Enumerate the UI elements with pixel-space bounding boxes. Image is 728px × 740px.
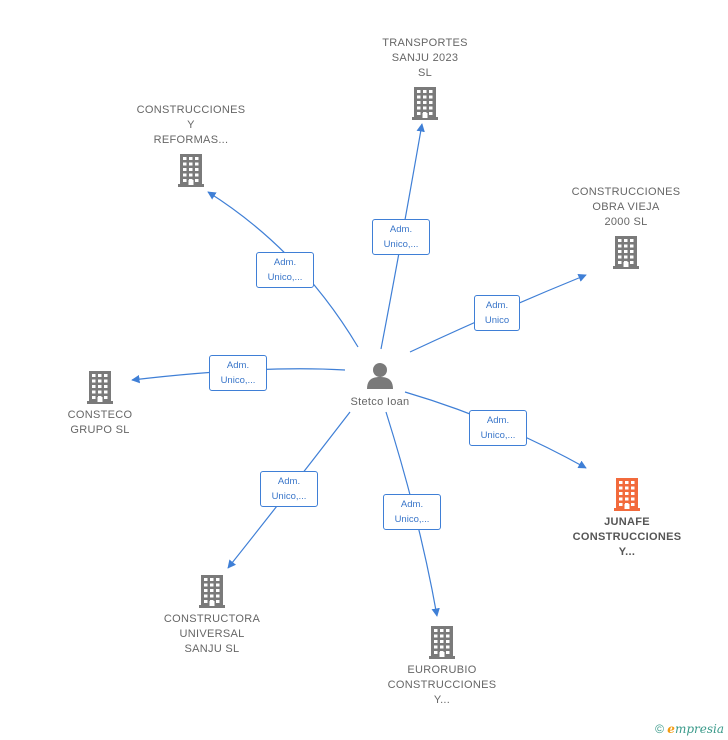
company-node-construcciones-reformas[interactable]: CONSTRUCCIONES Y REFORMAS... [126, 103, 256, 187]
person-icon [367, 363, 393, 389]
building-icon [360, 86, 490, 120]
edge-label-consteco[interactable]: Adm. Unico,... [209, 355, 267, 391]
person-name: Stetco Ioan [350, 396, 410, 408]
edge-label-constructora-universal[interactable]: Adm. Unico,... [260, 471, 318, 507]
edge-label-obra-vieja[interactable]: Adm. Unico [474, 295, 520, 331]
building-icon [147, 574, 277, 608]
company-label: CONSTRUCCIONES Y REFORMAS... [136, 104, 246, 146]
company-node-constructora-universal[interactable]: CONSTRUCTORA UNIVERSAL SANJU SL [147, 574, 277, 657]
empresia-watermark[interactable]: © empresia [655, 722, 724, 736]
company-node-consteco[interactable]: CONSTECO GRUPO SL [55, 370, 145, 438]
edge-label-transportes[interactable]: Adm. Unico,... [372, 219, 430, 255]
building-icon [561, 235, 691, 269]
company-label: CONSTRUCCIONES OBRA VIEJA 2000 SL [571, 186, 681, 228]
company-node-eurorubio[interactable]: EURORUBIO CONSTRUCCIONES Y... [377, 625, 507, 708]
building-icon [126, 153, 256, 187]
person-node[interactable]: Stetco Ioan [340, 360, 420, 410]
edge-label-eurorubio[interactable]: Adm. Unico,... [383, 494, 441, 530]
company-label: CONSTECO GRUPO SL [67, 409, 133, 436]
company-node-junafe[interactable]: JUNAFE CONSTRUCCIONES Y... [561, 477, 693, 560]
company-node-obra-vieja[interactable]: CONSTRUCCIONES OBRA VIEJA 2000 SL [561, 185, 691, 269]
edge-label-construcciones-reformas[interactable]: Adm. Unico,... [256, 252, 314, 288]
company-label: TRANSPORTES SANJU 2023 SL [382, 37, 468, 79]
company-node-transportes[interactable]: TRANSPORTES SANJU 2023 SL [360, 36, 490, 120]
edge-label-junafe[interactable]: Adm. Unico,... [469, 410, 527, 446]
brand-logo: empresia [667, 722, 724, 736]
copyright-symbol: © [655, 722, 664, 736]
company-label: CONSTRUCTORA UNIVERSAL SANJU SL [163, 613, 261, 655]
building-icon [377, 625, 507, 659]
company-label: EURORUBIO CONSTRUCCIONES Y... [387, 664, 497, 706]
company-label: JUNAFE CONSTRUCCIONES Y... [572, 516, 682, 558]
building-icon [561, 477, 693, 511]
building-icon [55, 370, 145, 404]
